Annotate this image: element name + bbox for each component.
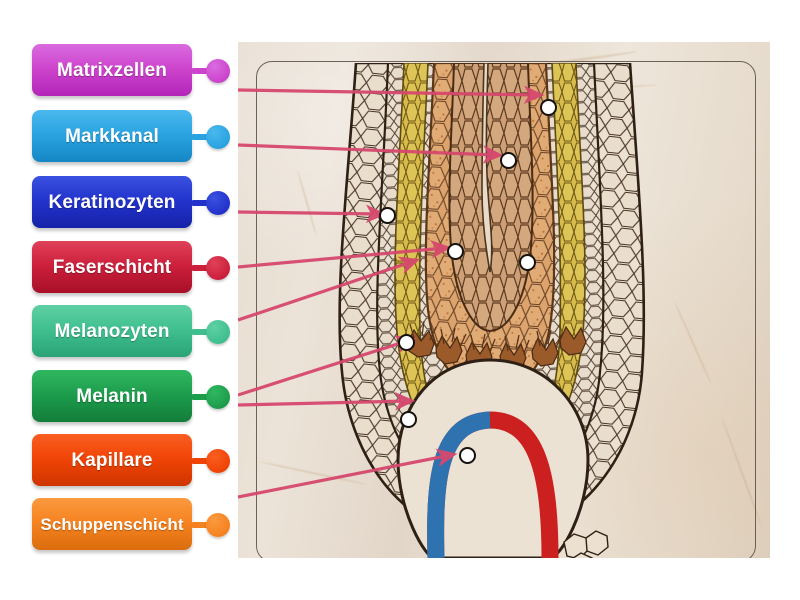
label-row-matrixzellen[interactable]: Matrixzellen: [32, 44, 230, 102]
arrow-melanin: [238, 335, 417, 397]
drop-target-dot-3[interactable]: [379, 207, 396, 224]
pointer-arrows: [238, 85, 545, 499]
label-row-schuppenschicht[interactable]: Schuppenschicht: [32, 498, 230, 556]
label-row-markkanal[interactable]: Markkanal: [32, 110, 230, 168]
arrow-markkanal: [238, 143, 504, 164]
label-text-markkanal: Markkanal: [65, 125, 159, 147]
label-text-kapillare: Kapillare: [71, 449, 153, 471]
label-row-keratinozyten[interactable]: Keratinozyten: [32, 176, 230, 234]
label-chip-kapillare[interactable]: Kapillare: [32, 434, 192, 486]
label-text-matrixzellen: Matrixzellen: [57, 59, 167, 81]
label-connector-melanin: [192, 394, 214, 400]
drop-target-dot-5[interactable]: [519, 254, 536, 271]
label-chip-matrixzellen[interactable]: Matrixzellen: [32, 44, 192, 96]
label-node-kapillare[interactable]: [206, 449, 230, 473]
label-node-schuppenschicht[interactable]: [206, 513, 230, 537]
page-frame-line: [256, 61, 756, 558]
arrow-kapillare: [238, 392, 416, 411]
label-text-melanin: Melanin: [76, 385, 148, 407]
arrow-schuppenschicht: [238, 448, 458, 499]
drop-target-dot-1[interactable]: [540, 99, 557, 116]
label-node-markkanal[interactable]: [206, 125, 230, 149]
label-connector-kapillare: [192, 458, 214, 464]
arrow-matrixzellen: [238, 85, 545, 105]
label-chip-faserschicht[interactable]: Faserschicht: [32, 241, 192, 293]
label-chip-markkanal[interactable]: Markkanal: [32, 110, 192, 162]
label-row-melanin[interactable]: Melanin: [32, 370, 230, 428]
label-text-schuppenschicht: Schuppenschicht: [40, 514, 184, 534]
label-node-keratinozyten[interactable]: [206, 191, 230, 215]
label-chip-melanin[interactable]: Melanin: [32, 370, 192, 422]
label-row-faserschicht[interactable]: Faserschicht: [32, 241, 230, 299]
label-chip-melanozyten[interactable]: Melanozyten: [32, 305, 192, 357]
drop-target-dot-2[interactable]: [500, 152, 517, 169]
drop-target-layer: [238, 42, 770, 558]
label-row-kapillare[interactable]: Kapillare: [32, 434, 230, 492]
label-connector-matrixzellen: [192, 68, 214, 74]
label-connector-markkanal: [192, 134, 214, 140]
drop-target-dot-4[interactable]: [447, 243, 464, 260]
arrow-melanozyten: [238, 256, 421, 322]
label-row-melanozyten[interactable]: Melanozyten: [32, 305, 230, 363]
label-chip-schuppenschicht[interactable]: Schuppenschicht: [32, 498, 192, 550]
label-connector-keratinozyten: [192, 200, 214, 206]
label-connector-faserschicht: [192, 265, 214, 271]
label-node-melanin[interactable]: [206, 385, 230, 409]
label-node-matrixzellen[interactable]: [206, 59, 230, 83]
drop-target-dot-6[interactable]: [398, 334, 415, 351]
diagram-image-panel: [238, 42, 770, 558]
label-node-faserschicht[interactable]: [206, 256, 230, 280]
label-text-keratinozyten: Keratinozyten: [48, 191, 176, 213]
label-chip-keratinozyten[interactable]: Keratinozyten: [32, 176, 192, 228]
label-text-faserschicht: Faserschicht: [52, 256, 172, 278]
label-node-melanozyten[interactable]: [206, 320, 230, 344]
label-connector-schuppenschicht: [192, 522, 214, 528]
arrow-keratinozyten: [238, 204, 387, 224]
drop-target-dot-8[interactable]: [459, 447, 476, 464]
label-text-melanozyten: Melanozyten: [54, 320, 170, 342]
label-connector-melanozyten: [192, 329, 214, 335]
arrow-faserschicht: [238, 240, 452, 269]
drop-target-dot-7[interactable]: [400, 411, 417, 428]
